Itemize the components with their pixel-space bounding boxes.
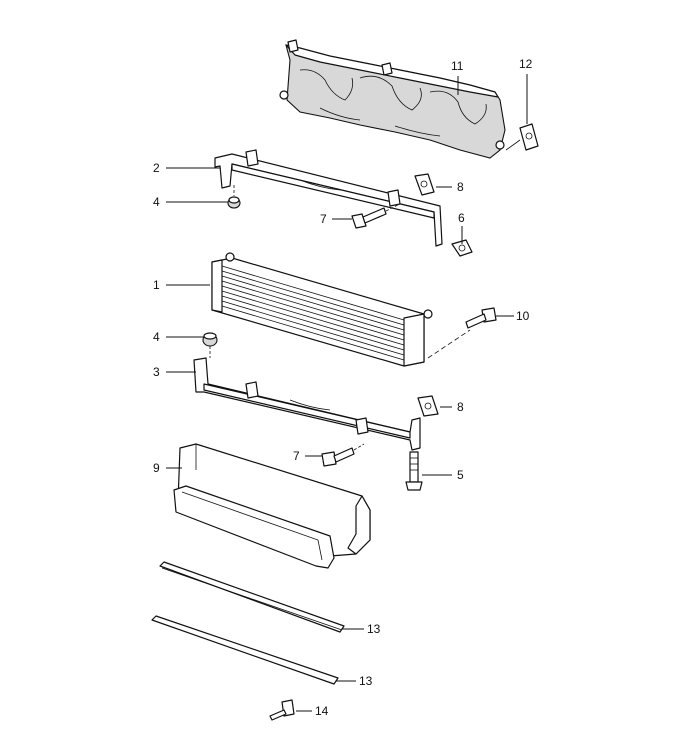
part-3-lower-bracket [193,357,421,451]
callout-2: 2 [153,161,160,175]
part-4-lower-grommet [202,332,218,358]
callout-1: 1 [153,278,160,292]
part-13-lower-seal-strip [151,615,339,685]
part-2-upper-bracket [214,149,443,247]
part-6-speed-nut [451,239,473,257]
part-9-air-duct [173,443,371,569]
callout-3: 3 [153,365,160,379]
part-7-upper-bolt [351,204,399,229]
part-4-upper-grommet [227,185,241,209]
callout-8-lower: 8 [457,400,464,414]
part-10-bolt [465,307,497,329]
part-8-lower-nut-clip [417,395,439,417]
part-1-oil-cooler [211,252,471,367]
callout-13-lower: 13 [359,674,373,688]
callout-12: 12 [519,57,533,71]
part-14-push-rivet [269,699,295,721]
callout-4-upper: 4 [153,195,160,209]
callout-7-upper: 7 [320,212,327,226]
part-8-upper-nut-clip [414,173,435,196]
callout-14: 14 [315,704,329,718]
callout-8-upper: 8 [457,180,464,194]
callout-7-lower: 7 [293,449,300,463]
callout-9: 9 [153,461,160,475]
callout-11: 11 [451,59,464,73]
callout-4-lower: 4 [153,330,160,344]
leader-lines [166,74,528,712]
part-12-clip [505,123,539,151]
part-5-vertical-bolt [405,451,423,491]
callout-10: 10 [516,309,530,323]
part-13-upper-seal-strip [159,561,345,633]
part-11-air-deflector [279,39,506,159]
callout-6: 6 [458,211,465,225]
part-7-lower-bolt [321,443,365,467]
callout-5: 5 [457,468,464,482]
callout-13-upper: 13 [367,622,381,636]
callout-labels: 1 2 3 4 4 5 6 7 7 8 8 9 10 11 12 13 13 1… [153,57,533,718]
